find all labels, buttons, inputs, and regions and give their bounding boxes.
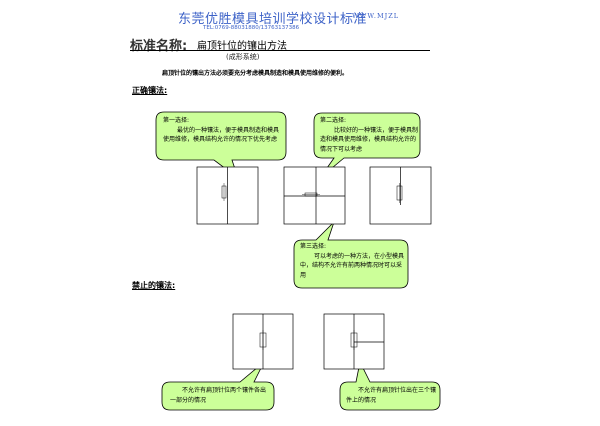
- callout-first-body: 最优的一种镶法，便于模具制造和模具使用维修，模具结构允许的情况下优先考虑: [163, 126, 280, 144]
- section-correct-heading: 正确镶法:: [132, 86, 168, 95]
- title-rule: [130, 50, 430, 51]
- standard-name-value: 扁顶针位的镶出方法: [197, 41, 287, 52]
- callout-second-title: 第二选择:: [320, 117, 347, 124]
- callout-third-body: 可以考虑的一种方法，在小型模具中，结构不允许有前两种情况时可以采用: [300, 252, 405, 279]
- header-tel: TEL:0769-88031880/13763137386: [203, 25, 300, 31]
- school-header-title: 东莞优胜模具培训学校设计标准: [178, 12, 368, 27]
- standard-subtitle: (成形系统): [226, 53, 260, 61]
- diagram-third-choice: [369, 166, 432, 225]
- callout-first: 第一选择: 最优的一种镶法，便于模具制造和模具使用维修，模具结构允许的情况下优先…: [163, 116, 283, 145]
- intro-text: 扁顶针位的镶出方法必须要充分考虑模具制造和模具使用维修的便利。: [162, 70, 349, 77]
- callout-third-title: 第三选择:: [300, 243, 327, 250]
- callout-third-shape: [293, 221, 409, 289]
- callout-third: 第三选择: 可以考虑的一种方法，在小型模具中，结构不允许有前两种情况时可以采用: [300, 242, 406, 280]
- header-url: WWW.MJZL: [352, 12, 400, 20]
- callout-bad1: 不允许有扁顶针位两个镶件各出一部分的情况: [170, 386, 270, 405]
- diagram-first-choice: [196, 166, 259, 225]
- callout-second-body: 比较好的一种镶法，便于模具制造和模具使用维修，模具结构允许的情况下可以考虑: [320, 126, 419, 153]
- callout-bad1-shape: [161, 361, 275, 411]
- callout-bad2-shape: [339, 360, 441, 411]
- callout-first-title: 第一选择:: [163, 117, 190, 124]
- diagram-forbidden-split: [232, 313, 294, 370]
- diagram-second-choice: [283, 166, 346, 225]
- callout-second: 第二选择: 比较好的一种镶法，便于模具制造和模具使用维修，模具结构允许的情况下可…: [320, 116, 418, 154]
- callout-bad2-body: 不允许有扁顶针位出在三个镶件上的情况: [346, 387, 437, 404]
- section-forbidden-heading: 禁止的镶法:: [132, 281, 176, 290]
- diagram-forbidden-three: [323, 313, 385, 370]
- callout-bad2: 不允许有扁顶针位出在三个镶件上的情况: [346, 386, 438, 405]
- callout-bad1-body: 不允许有扁顶针位两个镶件各出一部分的情况: [170, 387, 267, 404]
